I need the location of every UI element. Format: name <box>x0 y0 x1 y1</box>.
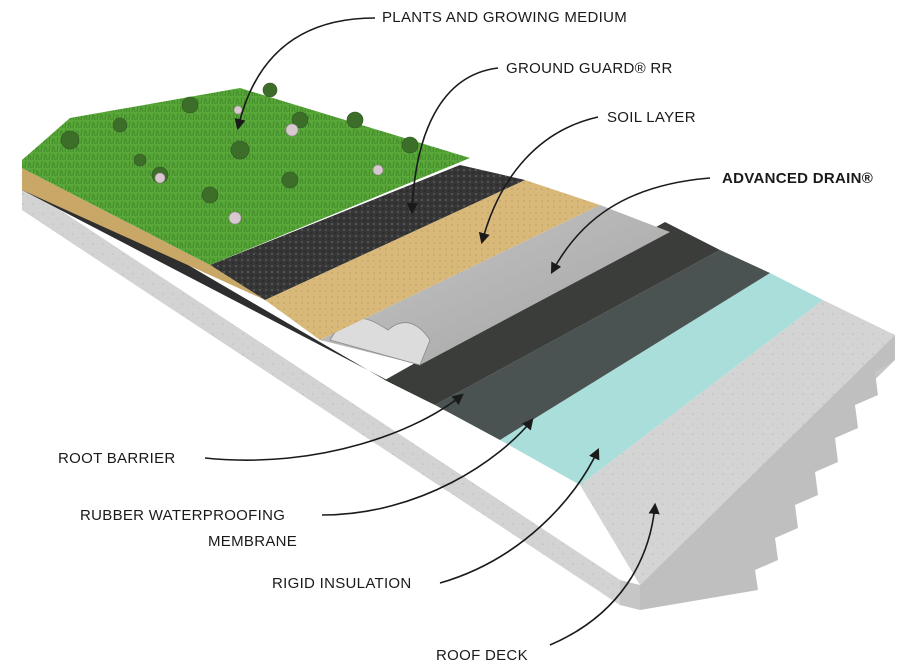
roof-deck-label: ROOF DECK <box>436 647 528 664</box>
insulation-arrow <box>439 447 600 584</box>
rigid-insulation-layer <box>500 273 823 485</box>
plants-layer <box>22 82 470 300</box>
roof-deck-arrow <box>549 502 660 646</box>
plants-label: PLANTS AND GROWING MEDIUM <box>382 9 627 26</box>
drain-arrow <box>550 177 711 274</box>
rubber-membrane-layer <box>435 250 770 440</box>
root-barrier-label: ROOT BARRIER <box>58 450 176 467</box>
soil-arrow <box>478 116 599 245</box>
root-barrier-layer <box>385 222 720 405</box>
ground-guard-label: GROUND GUARD® RR <box>506 60 673 77</box>
ground-guard-layer <box>210 165 525 300</box>
root-barrier-arrow <box>204 393 464 461</box>
membrane-label-line1: RUBBER WATERPROOFING <box>80 507 285 524</box>
callout-arrows <box>204 17 711 646</box>
plants-arrow <box>234 17 376 131</box>
drain-label: ADVANCED DRAIN® <box>722 170 873 187</box>
membrane-label-line2: MEMBRANE <box>208 533 297 550</box>
insulation-label: RIGID INSULATION <box>272 575 412 592</box>
membrane-arrow <box>321 418 534 516</box>
soil-layer <box>265 180 600 340</box>
ground-guard-arrow <box>406 67 499 215</box>
soil-label: SOIL LAYER <box>607 109 696 126</box>
